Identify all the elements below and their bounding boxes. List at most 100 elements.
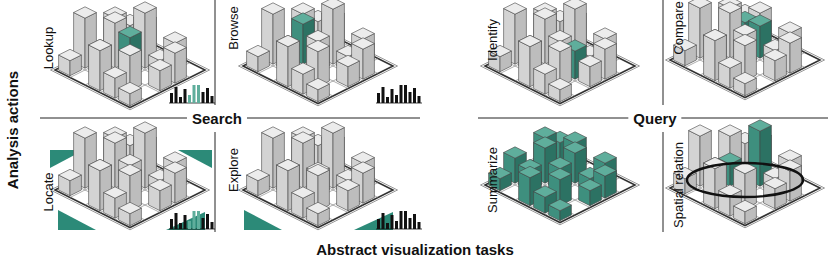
highlighted-bar	[564, 132, 587, 143]
mini-chart-bar	[170, 93, 173, 103]
bar	[247, 169, 270, 180]
highlighted-bar	[119, 26, 142, 37]
bar	[734, 200, 757, 211]
bar	[149, 59, 172, 70]
group-label: Search	[187, 111, 247, 126]
bar	[779, 22, 802, 33]
mini-chart-bar	[184, 89, 187, 103]
bar	[59, 49, 82, 60]
bar	[594, 38, 617, 49]
bar	[292, 187, 315, 198]
bar	[352, 162, 375, 173]
corner-marker	[166, 212, 205, 230]
highlighted-bar	[549, 199, 572, 210]
mini-chart-bar	[188, 221, 191, 229]
highlighted-bar	[579, 179, 602, 190]
highlighted-bar	[292, 13, 315, 24]
mini-chart-bar	[400, 211, 403, 229]
bar	[605, 44, 616, 80]
bar	[307, 30, 330, 41]
corner-marker	[354, 212, 393, 230]
bar	[277, 159, 300, 170]
bar	[779, 32, 802, 43]
bar	[519, 35, 542, 46]
bar	[734, 34, 757, 45]
bar	[307, 78, 330, 89]
mini-chart-bar	[404, 211, 407, 229]
bar	[164, 162, 187, 173]
bar	[689, 0, 712, 8]
mini-chart-bar	[404, 85, 407, 103]
mini-chart-bar	[193, 211, 196, 229]
highlighted-bar	[594, 152, 617, 163]
highlighted-bar	[534, 137, 557, 148]
bar	[119, 44, 142, 55]
divider-line	[215, 132, 216, 232]
bar	[779, 150, 802, 161]
highlighted-bar	[534, 127, 557, 138]
mini-chart-bar	[206, 214, 209, 229]
mini-chart-bar	[170, 219, 173, 229]
highlighted-bar	[749, 15, 772, 26]
mini-chart-bar	[184, 215, 187, 229]
bar	[790, 38, 801, 74]
highlighted-bar	[564, 142, 587, 153]
bar	[104, 12, 127, 23]
mini-chart-bar	[418, 222, 421, 229]
bar	[549, 78, 572, 89]
divider-line	[663, 132, 664, 232]
bar	[549, 30, 572, 41]
bar	[322, 122, 345, 133]
mini-chart-bar	[202, 92, 205, 103]
mini-chart-bar	[413, 88, 416, 103]
bar	[719, 57, 742, 68]
bar	[277, 165, 288, 211]
panel-label: Summarize	[486, 147, 499, 213]
mini-chart-bar	[409, 92, 412, 103]
mini-chart-bar	[193, 85, 196, 103]
bar	[594, 28, 617, 39]
bar	[734, 72, 757, 83]
mini-chart-bar	[206, 88, 209, 103]
bar	[704, 163, 715, 209]
axis-title: Analysis actions	[5, 71, 20, 189]
bar	[164, 152, 187, 163]
divider-line	[663, 0, 664, 105]
bar	[292, 63, 315, 74]
bar	[74, 127, 97, 138]
highlighted-bar	[534, 186, 557, 197]
mini-chart-bar	[409, 218, 412, 229]
bar	[307, 164, 330, 175]
highlighted-bar	[549, 157, 572, 168]
floor-grid	[481, 145, 640, 225]
mini-chart-bar	[395, 221, 398, 229]
bar	[164, 42, 187, 53]
bar	[247, 45, 270, 56]
mini-chart-bar	[211, 222, 214, 229]
bar	[519, 41, 530, 87]
bar	[292, 3, 315, 14]
mini-chart-bar	[391, 89, 394, 103]
bar	[104, 132, 127, 143]
panel-label: Lookup	[42, 27, 55, 70]
bar	[764, 49, 787, 60]
mini-chart-bar	[395, 95, 398, 103]
bar	[764, 177, 787, 188]
panel-label: Browse	[227, 6, 240, 49]
highlighted-bar	[549, 168, 572, 179]
bar	[262, 127, 285, 138]
bar	[89, 39, 112, 50]
bar	[363, 44, 374, 80]
bar	[277, 35, 300, 46]
mini-chart-bar	[179, 223, 182, 229]
bar	[564, 0, 587, 9]
highlighted-bar	[749, 120, 772, 131]
selection-ellipse	[687, 163, 803, 197]
panel-label: Locate	[42, 172, 55, 211]
mini-chart-bar	[377, 219, 380, 229]
mini-chart-bar	[175, 213, 178, 229]
bar	[549, 40, 572, 51]
bar	[104, 187, 127, 198]
mini-chart-bar	[377, 93, 380, 103]
highlighted-bar	[519, 166, 542, 177]
